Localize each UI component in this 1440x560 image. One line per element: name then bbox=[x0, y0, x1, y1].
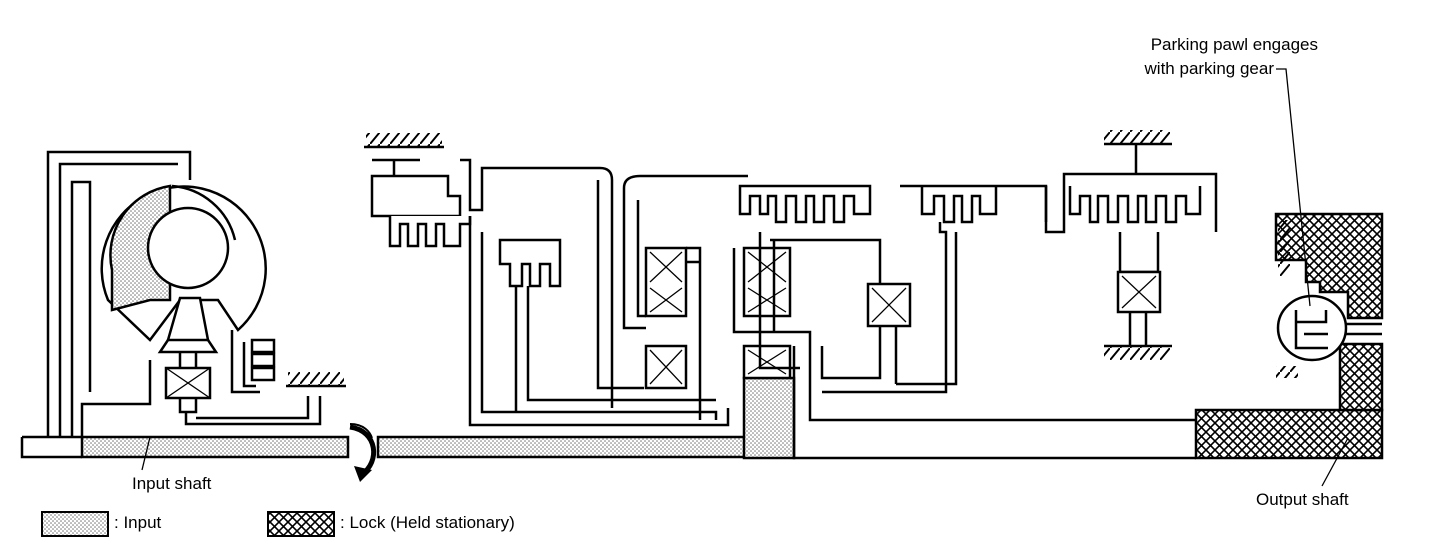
parking-pawl-label-line2: with parking gear bbox=[1144, 59, 1274, 78]
input-shaft-label: Input shaft bbox=[132, 474, 212, 493]
legend-input-text: : Input bbox=[114, 513, 162, 532]
leader-lines bbox=[141, 68, 1349, 487]
input-shaft bbox=[20, 376, 796, 460]
legend-input-swatch bbox=[41, 511, 109, 537]
rotation-arrow-icon bbox=[349, 423, 377, 482]
parking-gear bbox=[1276, 294, 1382, 362]
output-shaft bbox=[1194, 212, 1384, 460]
parking-pawl-label-line1: Parking pawl engages bbox=[1150, 35, 1318, 54]
front-planetary-gear bbox=[364, 133, 730, 427]
one-way-clutches bbox=[622, 174, 1340, 460]
torque-converter bbox=[46, 150, 346, 437]
output-shaft-label: Output shaft bbox=[1256, 490, 1349, 509]
legend-lock-swatch bbox=[267, 511, 335, 537]
rear-clutch-packs bbox=[738, 130, 1218, 394]
legend-lock-text: : Lock (Held stationary) bbox=[340, 513, 515, 532]
